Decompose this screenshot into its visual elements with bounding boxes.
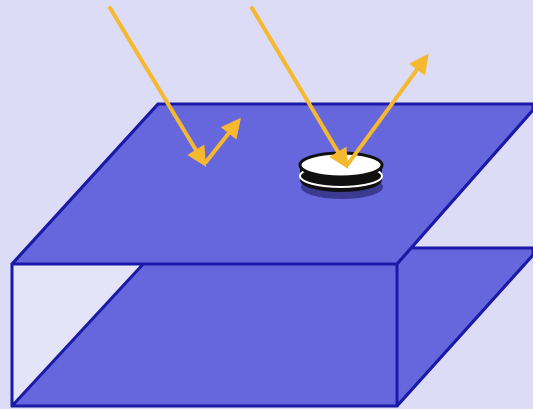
reflected-ray-left [204,117,241,164]
reflected-ray-right [346,53,429,166]
box-front-edges [10,102,533,408]
incident-ray-right [250,6,349,169]
ray-group-left [108,6,241,167]
ray-group-right [250,6,429,169]
incident-ray-left [108,6,207,167]
